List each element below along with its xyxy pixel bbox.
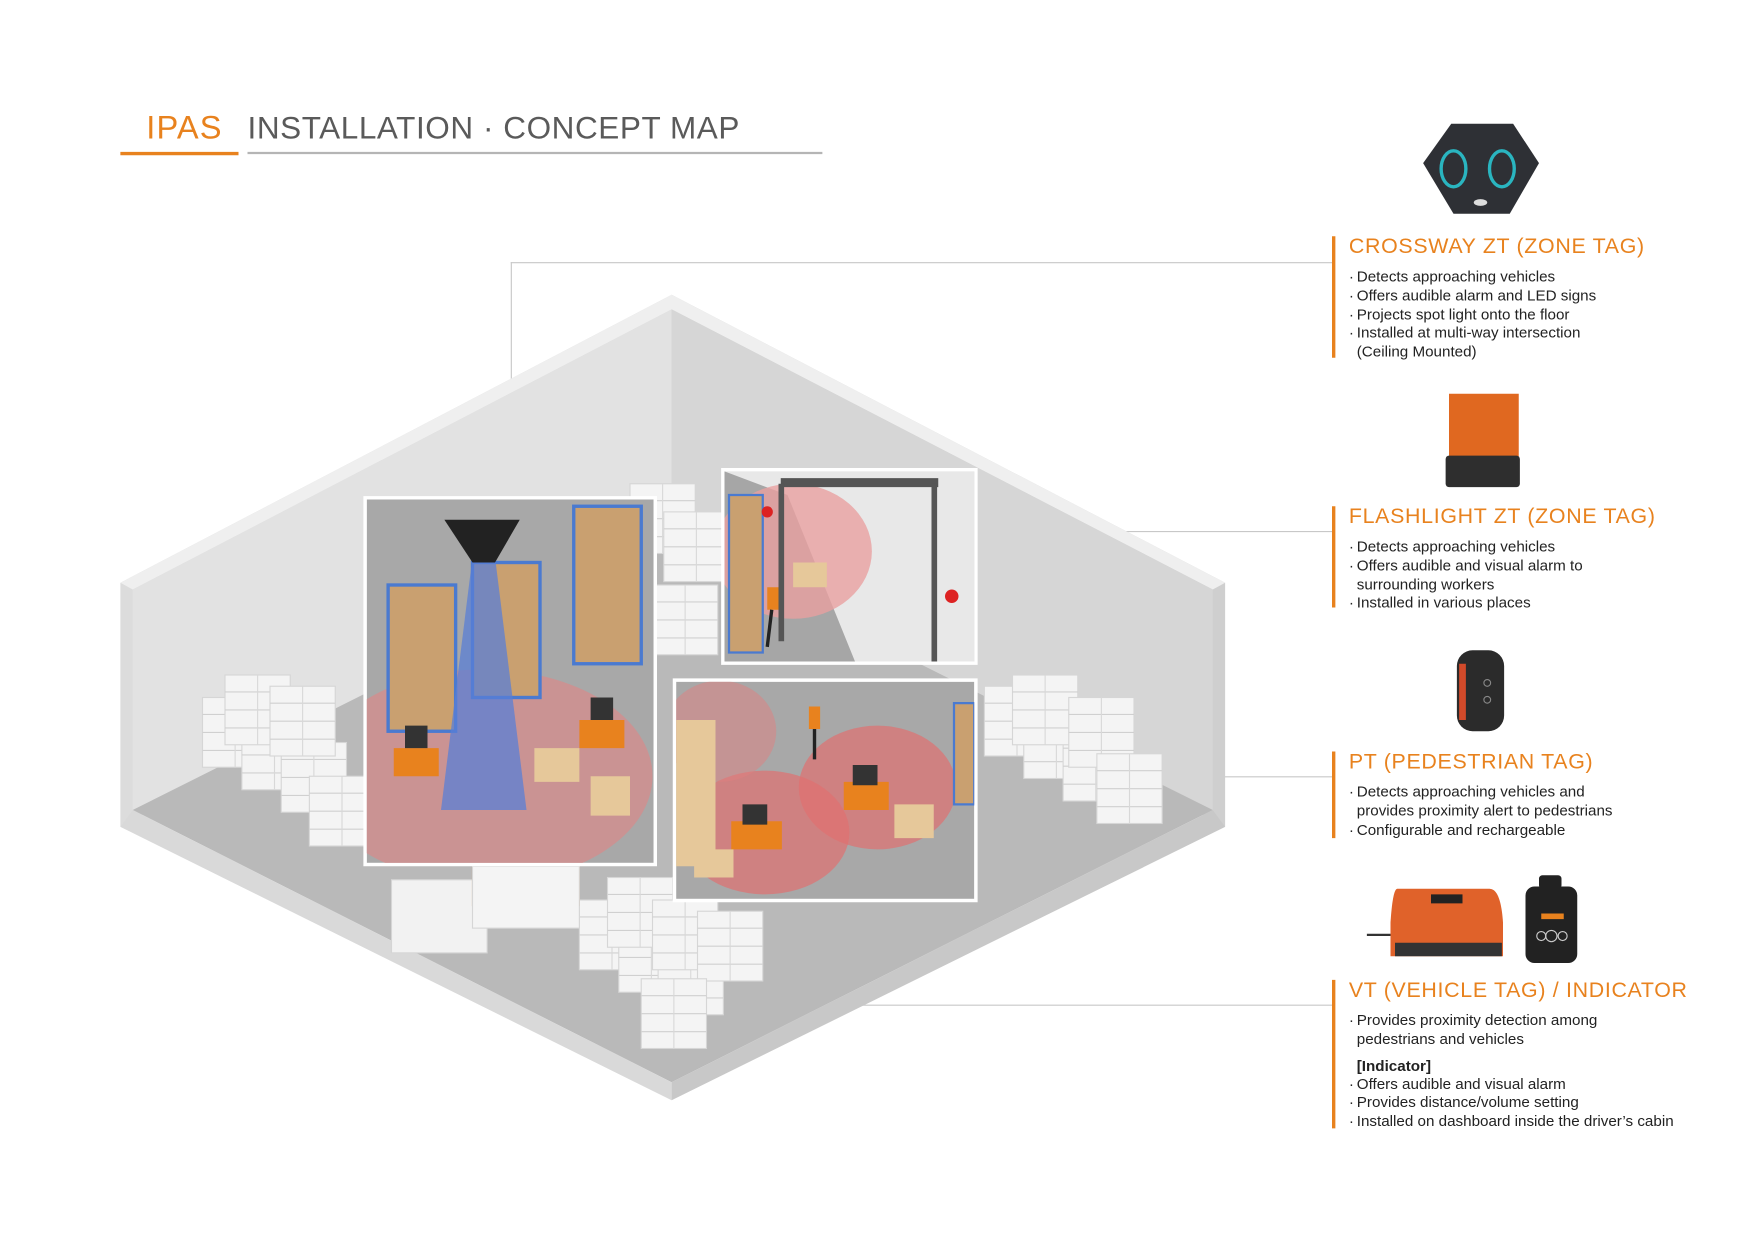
feature-continued: pedestrians and vehicles (1356, 1030, 1524, 1048)
feature: Offers audible and visual alarm (1349, 1075, 1688, 1094)
product-title: PT (PEDESTRIAN TAG) (1348, 750, 1594, 774)
pedestrian-tag-device-icon (1456, 650, 1505, 732)
connector-flashlight (976, 531, 1332, 533)
feature: Detects approaching vehicles (1349, 268, 1645, 287)
feature: Installed in various places (1349, 594, 1656, 613)
connector-crossway (510, 262, 1332, 264)
feature: Installed on dashboard inside the driver… (1349, 1113, 1688, 1132)
feature: Offers audible and visual alarm to (1349, 557, 1656, 576)
product-title: FLASHLIGHT ZT (ZONE TAG) (1348, 505, 1656, 529)
container-white (390, 879, 488, 954)
flashlight-beacon-device-icon (1445, 393, 1520, 488)
inset-pedestrian-scene (672, 678, 978, 903)
feature: Configurable and rechargeable (1349, 821, 1613, 840)
page-title: INSTALLATION · CONCEPT MAP (247, 110, 740, 146)
indicator-subheading: [Indicator] (1356, 1057, 1431, 1074)
feature-continued: (Ceiling Mounted) (1356, 343, 1477, 361)
connector-pt (1136, 776, 1332, 778)
vehicle-tag-and-indicator-device-icon (1366, 875, 1578, 963)
feature: Provides distance/volume setting (1349, 1094, 1688, 1113)
connector-vt (826, 1004, 1332, 1006)
brand-underline (120, 151, 239, 156)
feature: Provides proximity detection among (1349, 1011, 1688, 1030)
product-pt: PT (PEDESTRIAN TAG) Detects approaching … (1332, 750, 1613, 840)
inset-crossway-scene (363, 496, 657, 867)
product-vt-indicator: VT (VEHICLE TAG) / INDICATOR Provides pr… (1332, 978, 1688, 1132)
feature: Installed at multi-way intersection (1349, 324, 1645, 343)
feature: Detects approaching vehicles and (1349, 783, 1613, 802)
feature: Detects approaching vehicles (1349, 538, 1656, 557)
product-flashlight-zt: FLASHLIGHT ZT (ZONE TAG) Detects approac… (1332, 505, 1656, 613)
product-title: VT (VEHICLE TAG) / INDICATOR (1348, 978, 1688, 1003)
ceiling-camera-device-icon (1423, 123, 1539, 214)
feature: Projects spot light onto the floor (1349, 306, 1645, 325)
product-crossway-zt: CROSSWAY ZT (ZONE TAG) Detects approachi… (1332, 235, 1645, 360)
title-underline (247, 151, 823, 155)
feature-continued: provides proximity alert to pedestrians (1356, 801, 1613, 819)
brand-title: IPAS (146, 110, 223, 147)
feature: Offers audible alarm and LED signs (1349, 287, 1645, 306)
inset-flashlight-scene (721, 468, 978, 665)
feature-continued: surrounding workers (1356, 575, 1495, 593)
product-title: CROSSWAY ZT (ZONE TAG) (1348, 235, 1645, 259)
